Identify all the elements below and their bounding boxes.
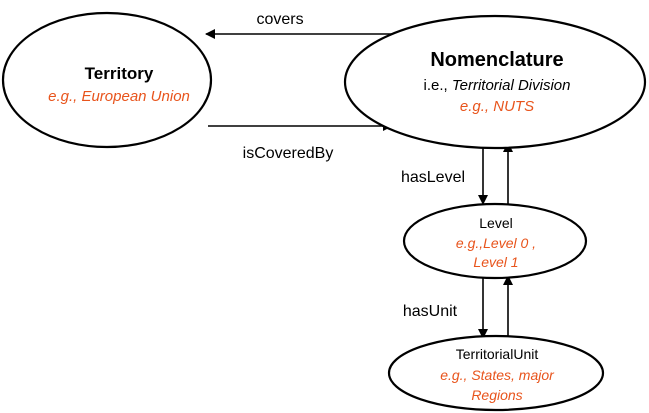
edge-covers: covers bbox=[205, 11, 392, 39]
edge-covers-label: covers bbox=[256, 11, 303, 28]
node-territory-example: e.g., European Union bbox=[48, 88, 190, 105]
node-level-example-line2: Level 1 bbox=[473, 254, 518, 270]
node-territory-ellipse bbox=[1, 11, 213, 149]
edge-is-covered-by-label: isCoveredBy bbox=[243, 145, 334, 162]
node-nomenclature-subtitle-prefix: i.e., bbox=[423, 77, 451, 94]
node-nomenclature-ellipse bbox=[343, 14, 647, 150]
node-territory-title: Territory bbox=[85, 64, 154, 83]
node-territorial-unit-ellipse bbox=[387, 334, 605, 412]
edge-has-level: hasLevel bbox=[401, 142, 513, 205]
edge-is-covered-by: isCoveredBy bbox=[208, 121, 393, 162]
node-territory: Territory e.g., European Union bbox=[1, 11, 213, 149]
node-nomenclature: Nomenclature i.e., Territorial Division … bbox=[343, 14, 647, 150]
node-nomenclature-example: e.g., NUTS bbox=[460, 98, 534, 115]
node-territorial-unit: TerritorialUnit e.g., States, major Regi… bbox=[387, 334, 605, 412]
node-territorial-unit-example-line1: e.g., States, major bbox=[440, 367, 555, 383]
edge-has-unit-label: hasUnit bbox=[403, 303, 458, 320]
node-nomenclature-subtitle: i.e., Territorial Division bbox=[423, 77, 570, 94]
edge-has-level-label: hasLevel bbox=[401, 169, 465, 186]
node-level-example-line1: e.g.,Level 0 , bbox=[456, 235, 536, 251]
node-territorial-unit-example-line2: Regions bbox=[471, 387, 522, 403]
node-level: Level e.g.,Level 0 , Level 1 bbox=[402, 202, 588, 280]
node-nomenclature-subtitle-italic: Territorial Division bbox=[452, 77, 571, 94]
node-level-ellipse bbox=[402, 202, 588, 280]
edge-has-unit: hasUnit bbox=[403, 275, 513, 339]
node-territorial-unit-title: TerritorialUnit bbox=[456, 346, 539, 362]
node-nomenclature-title: Nomenclature bbox=[430, 49, 563, 71]
node-level-title: Level bbox=[479, 215, 512, 231]
